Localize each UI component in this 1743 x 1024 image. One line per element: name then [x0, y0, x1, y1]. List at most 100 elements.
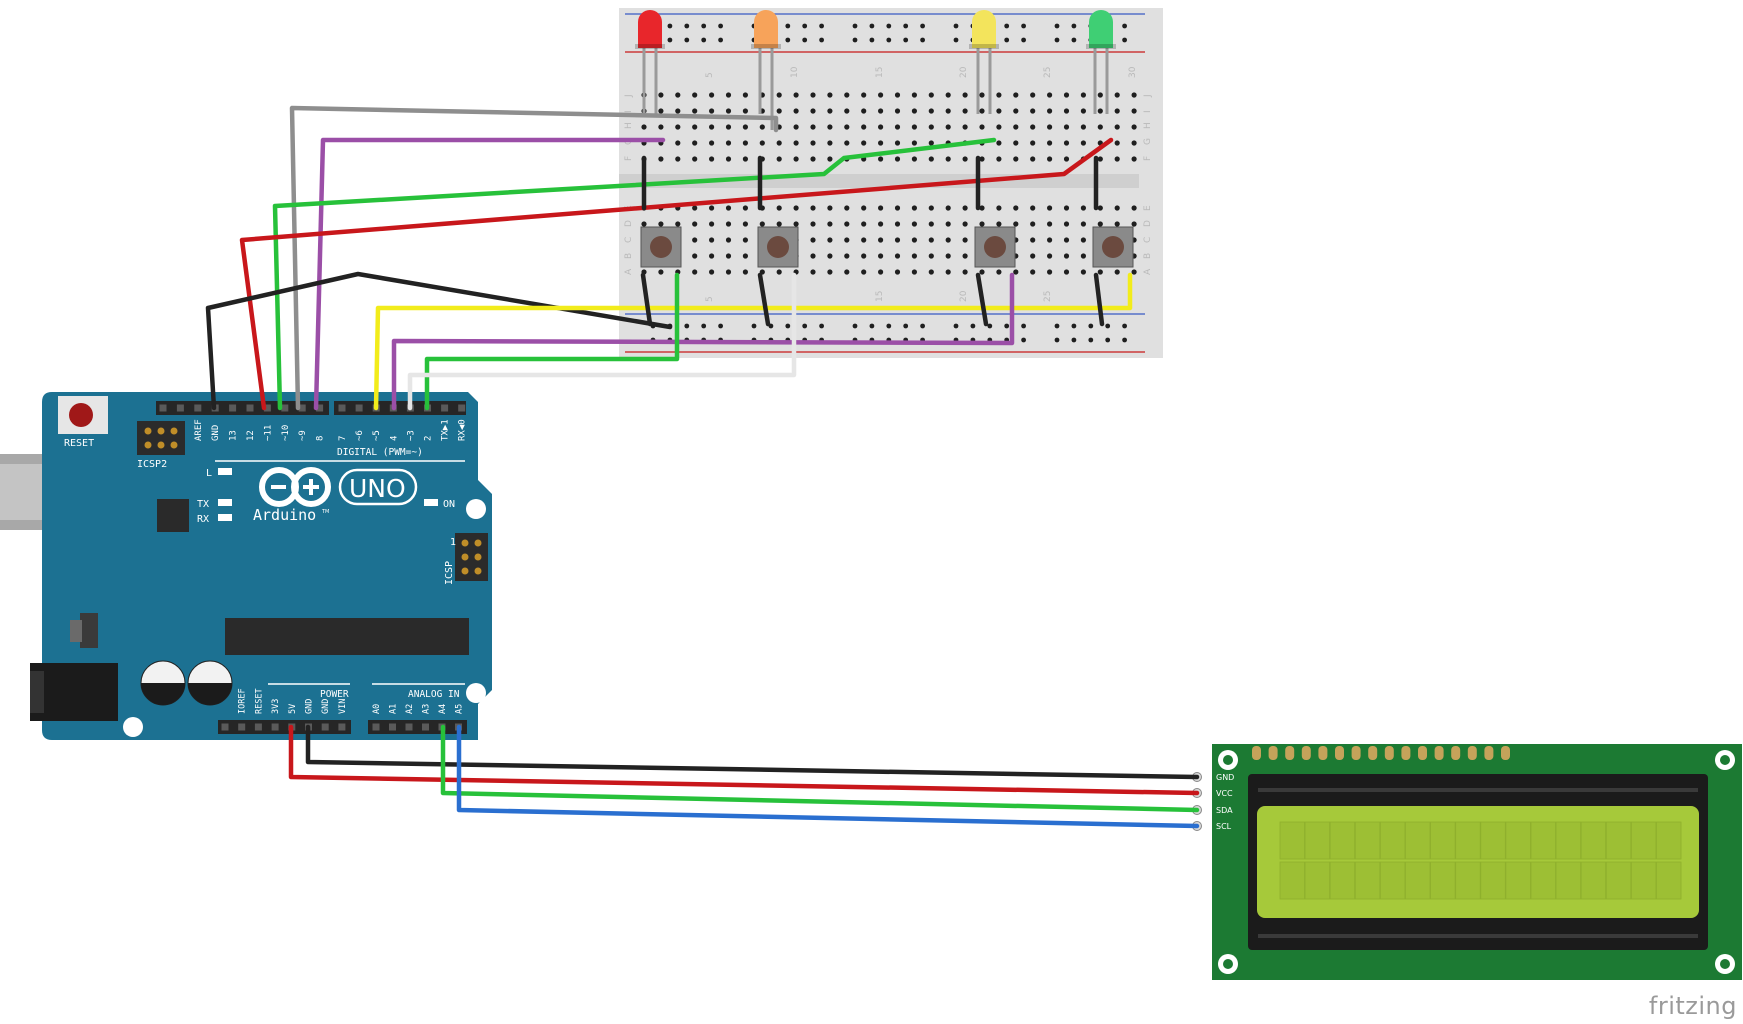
rail-hole — [1004, 323, 1010, 329]
wire-lcd-vcc — [288, 724, 1200, 796]
button-cap — [984, 236, 1006, 258]
analog-pin-label: A4 — [438, 704, 448, 714]
reset-button[interactable] — [69, 403, 93, 427]
header-body — [455, 533, 488, 581]
header-hole — [422, 723, 429, 731]
breadboard-hole — [658, 156, 664, 162]
wire-grey — [289, 105, 779, 411]
lcd-cell — [1380, 821, 1406, 860]
power-jack — [30, 663, 118, 721]
lcd-cell — [1279, 861, 1305, 900]
column-number: 5 — [705, 296, 715, 302]
breadboard-hole — [894, 253, 901, 259]
mounting-hole — [466, 683, 486, 703]
icsp-pin1-label: 1 — [450, 537, 456, 548]
lcd-cell — [1455, 861, 1481, 900]
header-hole — [405, 723, 413, 731]
led-body — [972, 10, 996, 48]
led-rim — [1086, 44, 1116, 49]
breadboard-hole — [709, 237, 715, 243]
push-button-1[interactable] — [640, 226, 682, 268]
lcd-cell — [1656, 861, 1682, 900]
lcd-cell — [1656, 821, 1682, 860]
led-red[interactable] — [635, 10, 665, 114]
lcd-cell — [1279, 821, 1305, 860]
rail-hole — [852, 323, 858, 329]
mounting-hole — [466, 499, 486, 519]
breadboard-hole — [928, 205, 934, 211]
button-cap — [650, 236, 672, 258]
breadboard-hole — [675, 140, 681, 146]
header-pin — [461, 567, 469, 575]
breadboard-hole — [962, 253, 968, 259]
breadboard-hole — [725, 221, 732, 227]
led-yellow[interactable] — [969, 10, 999, 114]
fritzing-watermark: fritzing — [1648, 992, 1737, 1020]
push-button-2[interactable] — [757, 226, 799, 268]
reset-label: RESET — [64, 438, 94, 449]
l-label: L — [206, 468, 212, 479]
led-tx — [218, 499, 232, 506]
lcd-header-pin — [1418, 746, 1427, 760]
rail-hole — [852, 37, 858, 43]
header-hole — [338, 723, 346, 731]
rail-hole — [1054, 37, 1060, 43]
rail-hole — [1105, 323, 1111, 329]
rail-hole — [1054, 323, 1060, 329]
lcd-header-pin — [1484, 746, 1494, 760]
breadboard-hole — [742, 269, 749, 275]
rail-hole — [701, 323, 707, 329]
breadboard-hole — [776, 92, 782, 98]
lcd-cell — [1505, 821, 1531, 860]
rail-hole — [1122, 23, 1127, 29]
breadboard-hole — [1047, 253, 1053, 259]
row-letter: C — [1143, 237, 1153, 243]
breadboard-hole — [709, 156, 715, 162]
breadboard-hole — [945, 269, 951, 275]
breadboard-hole — [1080, 205, 1086, 211]
lcd-module: GND VCC SDA SCL — [1192, 744, 1742, 980]
breadboard-hole — [1131, 205, 1137, 211]
header-hole — [221, 723, 229, 731]
pin-label-scl: SCL — [1216, 822, 1232, 831]
rail-hole — [987, 323, 993, 329]
header-hole — [246, 404, 254, 412]
breadboard-hole — [945, 221, 951, 227]
breadboard-hole — [810, 92, 816, 98]
breadboard-hole — [793, 140, 799, 146]
lcd-cell — [1631, 821, 1657, 860]
rail-hole — [667, 23, 673, 29]
wire-red — [239, 137, 1114, 411]
breadboard-hole — [945, 253, 951, 259]
led-orange[interactable] — [751, 10, 781, 130]
lcd-cell — [1555, 861, 1581, 900]
digital-pin-label: AREF — [194, 419, 204, 441]
breadboard-hole — [675, 156, 681, 162]
breadboard-hole — [928, 253, 934, 259]
breadboard-hole — [962, 156, 968, 162]
rail-hole — [1088, 337, 1094, 343]
breadboard-hole — [996, 156, 1002, 162]
analog-label: ANALOG IN — [408, 689, 460, 700]
digital-pin-label: 12 — [246, 430, 256, 441]
breadboard-hole — [844, 221, 850, 227]
led-rim — [969, 44, 999, 49]
push-button-4[interactable] — [1092, 226, 1134, 268]
breadboard-hole — [878, 269, 884, 275]
lcd-cell — [1455, 821, 1481, 860]
breadboard-hole — [861, 237, 867, 243]
breadboard-hole — [810, 269, 816, 275]
led-green[interactable] — [1086, 10, 1116, 114]
bezel-line — [1258, 788, 1698, 792]
wire-black-jumper — [1093, 272, 1105, 327]
breadboard-hole — [962, 124, 968, 130]
breadboard-hole — [1030, 124, 1036, 130]
breadboard-hole — [1114, 108, 1120, 114]
breadboard-hole — [810, 237, 816, 243]
breadboard-hole — [810, 124, 816, 130]
lcd-cell — [1530, 861, 1556, 900]
push-button-3[interactable] — [974, 226, 1016, 268]
row-letter: F — [1143, 156, 1153, 161]
row-letter: J — [1143, 94, 1153, 98]
